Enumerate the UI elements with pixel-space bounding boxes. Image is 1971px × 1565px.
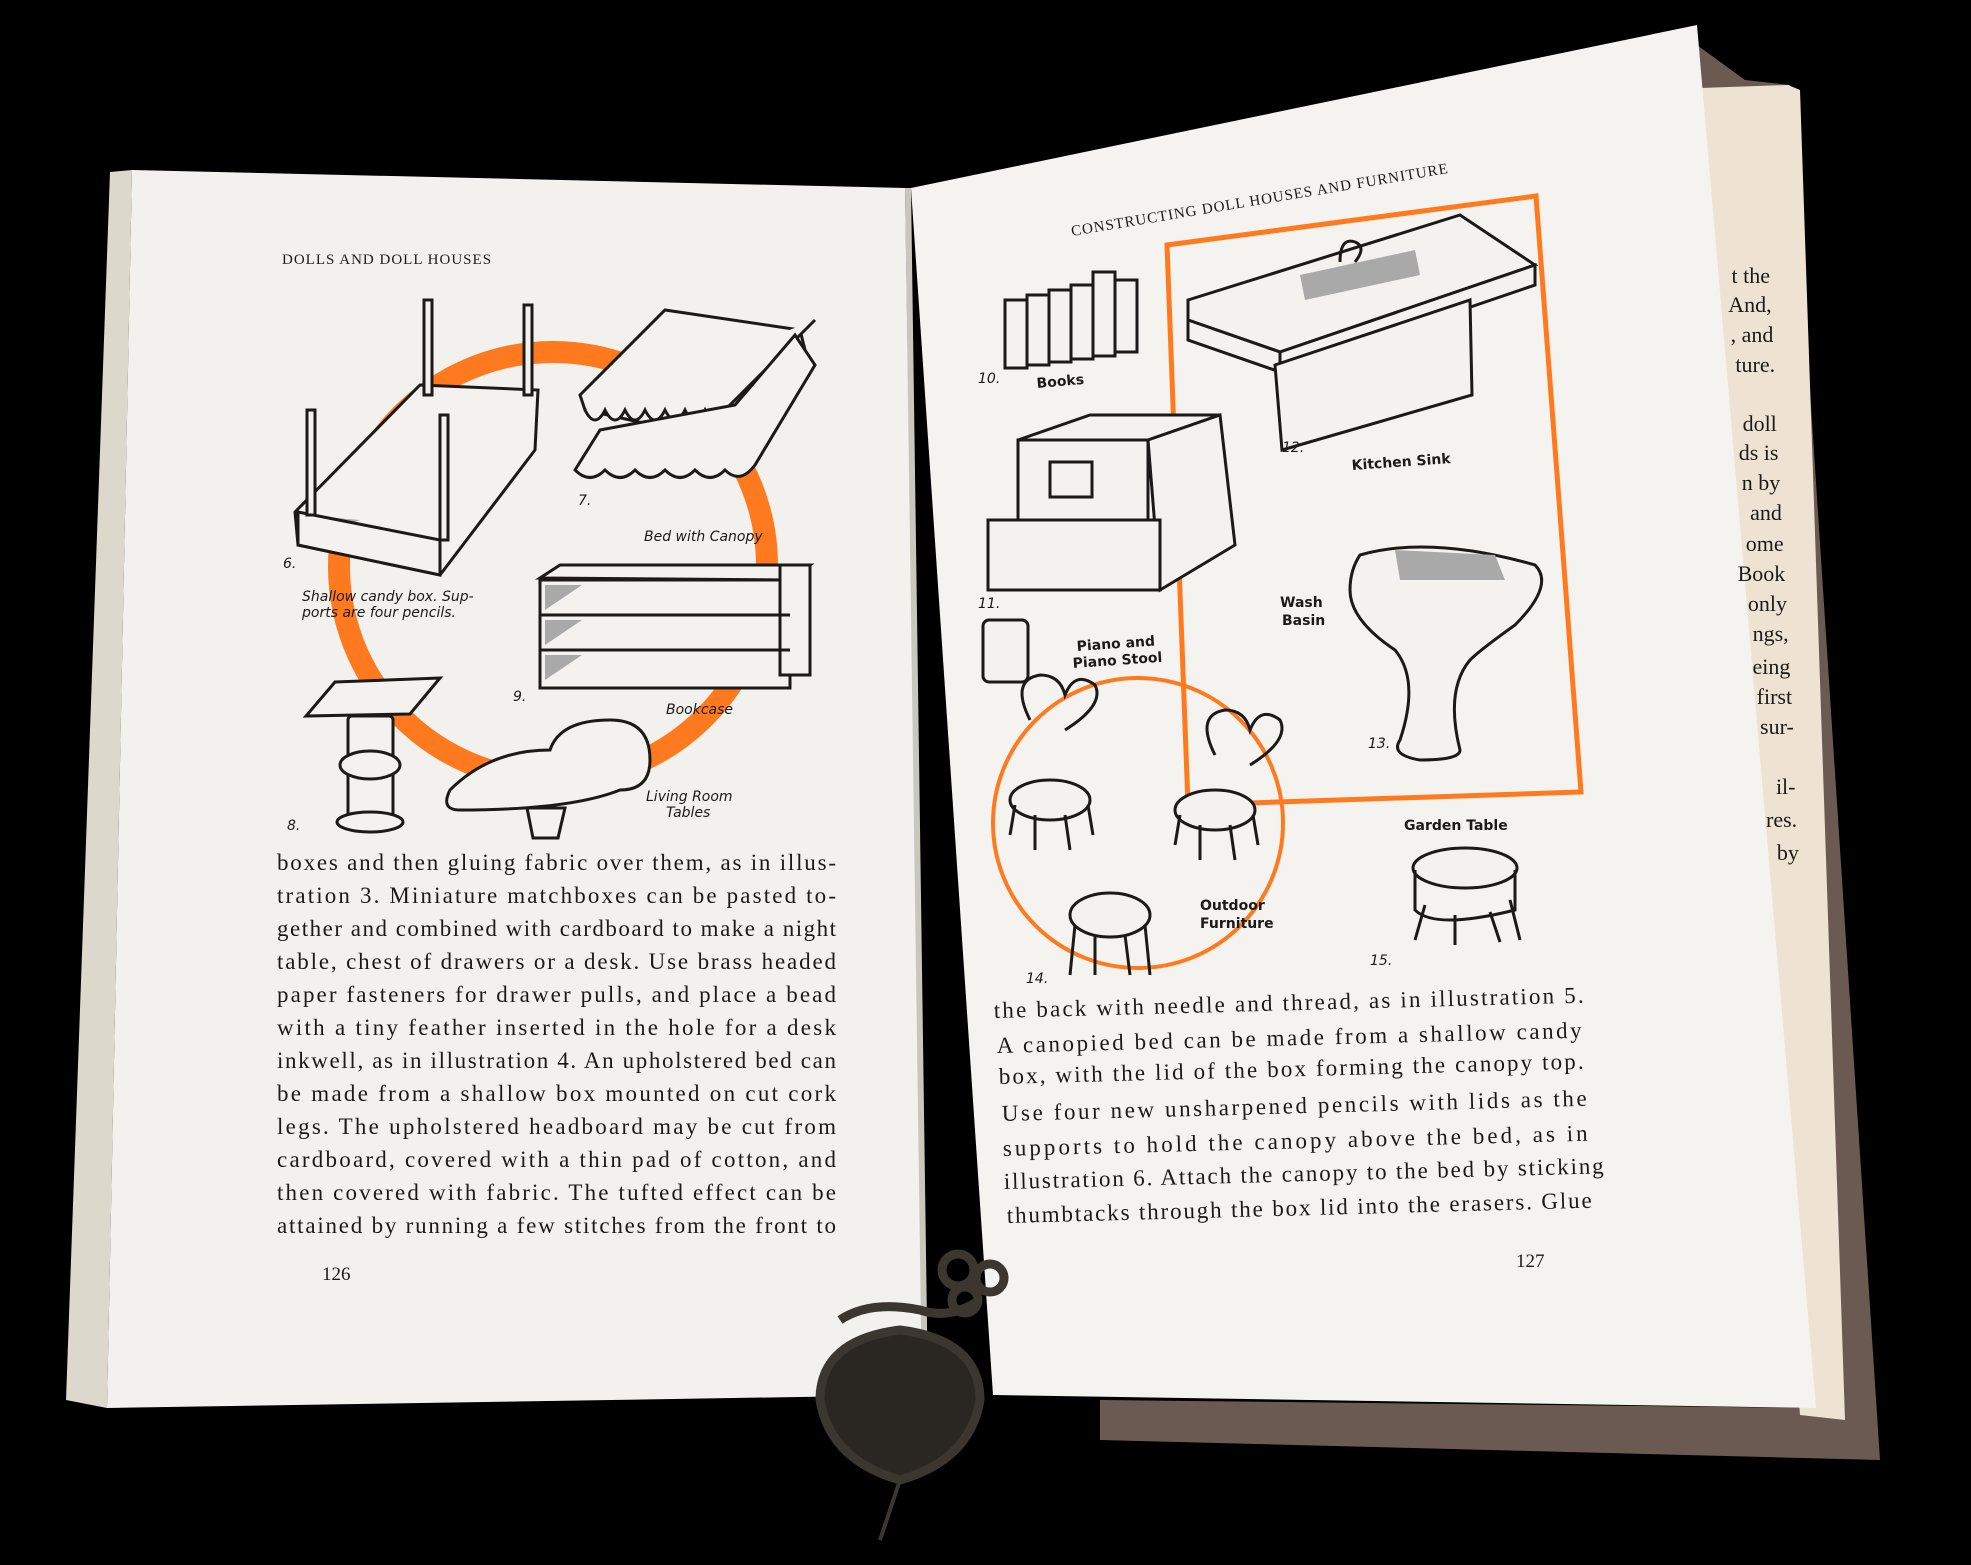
body-text-line: boxes and then gluing fabric over them, … — [277, 850, 836, 875]
body-text-line: paper fasteners for drawer pulls, and pl… — [277, 982, 837, 1007]
right-page-number: 127 — [1516, 1251, 1545, 1272]
next-page-text-fragment: n by — [1742, 470, 1781, 495]
garden-table-label: Garden Table — [1404, 818, 1508, 834]
orange-outdoor-circle — [991, 676, 1285, 970]
fig6-caption-line1: Shallow candy box. Sup- — [302, 589, 474, 605]
bed-with-canopy-label: Bed with Canopy — [644, 529, 763, 545]
fig6-caption-line2: ports are four pencils. — [301, 605, 456, 621]
next-page-text-fragment: And, — [1728, 292, 1771, 317]
books-label: Books — [1036, 372, 1085, 392]
next-page-text-fragment: il- — [1776, 774, 1796, 799]
body-text-line: legs. The upholstered headboard may be c… — [277, 1114, 836, 1139]
body-text-line: cardboard, covered with a thin pad of co… — [277, 1147, 837, 1172]
key-bookmark-ornament — [815, 1249, 1009, 1541]
fig11-number: 11. — [978, 596, 1000, 612]
pedestal-table-illustration — [302, 676, 444, 834]
gutter — [905, 187, 928, 1396]
kitchen-sink-label: Kitchen Sink — [1351, 451, 1452, 474]
bookcase-illustration — [535, 563, 815, 690]
body-text-line: tration 3. Miniature matchboxes can be p… — [277, 883, 836, 908]
body-text-line: attained by running a few stitches from … — [277, 1213, 836, 1238]
body-text-line: be made from a shallow box mounted on cu… — [277, 1081, 837, 1106]
body-text-line: gether and combined with cardboard to ma… — [277, 916, 837, 941]
left-page-number: 126 — [322, 1264, 351, 1285]
fig15-number: 15. — [1370, 953, 1392, 969]
body-text-line: inkwell, as in illustration 4. An uphols… — [277, 1048, 836, 1073]
next-page-text-fragment: sur- — [1760, 714, 1794, 739]
fig12-number: 12. — [1282, 440, 1304, 456]
living-room-label-line1: Living Room — [646, 789, 733, 805]
canopy-bed-illustration — [573, 308, 817, 479]
body-text-line: then covered with fabric. The tufted eff… — [277, 1180, 836, 1205]
bookcase-label: Bookcase — [666, 702, 733, 718]
fig10-number: 10. — [978, 371, 1000, 387]
fig6-number: 6. — [283, 556, 296, 572]
living-room-label-line2: Tables — [666, 805, 710, 821]
next-page-text-fragment: res. — [1766, 807, 1797, 832]
next-page-text-fragment: and — [1750, 500, 1782, 525]
next-page-text-fragment: ture. — [1735, 352, 1775, 377]
outdoor-furniture-label-line2: Furniture — [1200, 916, 1274, 932]
wash-basin-label-line1: Wash — [1280, 595, 1323, 611]
fig8-number: 8. — [287, 818, 300, 834]
fig9-number: 9. — [513, 689, 526, 705]
next-page-text-fragment: ngs, — [1753, 621, 1789, 646]
next-page-text-fragment: ds is — [1739, 440, 1779, 465]
next-page-text-fragment: only — [1748, 591, 1787, 616]
wash-basin-label-line2: Basin — [1282, 613, 1325, 629]
body-text-line: with a tiny feather inserted in the hole… — [277, 1015, 837, 1040]
fig7-number: 7. — [578, 493, 591, 509]
next-page-text-fragment: doll — [1743, 411, 1777, 436]
next-page — [1700, 85, 1845, 1420]
outdoor-furniture-label-line1: Outdoor — [1200, 898, 1265, 914]
wash-basin-illustration — [1348, 545, 1544, 762]
left-page-edge — [66, 170, 132, 1408]
next-page-text-fragment: t the — [1732, 263, 1771, 288]
piano-illustration — [981, 412, 1237, 684]
next-page-text-fragment: by — [1777, 840, 1799, 865]
next-page-text-fragment: ome — [1746, 531, 1784, 556]
piano-label-line2: Piano Stool — [1072, 650, 1163, 672]
fig14-number: 14. — [1026, 971, 1048, 987]
piano-label-line1: Piano and — [1076, 634, 1155, 655]
next-page-text-fragment: first — [1757, 684, 1792, 709]
next-page-text-fragment: , and — [1731, 322, 1774, 347]
orange-frame — [1164, 193, 1584, 808]
candy-box-bed-illustration — [293, 298, 540, 577]
left-running-head: DOLLS AND DOLL HOUSES — [282, 252, 492, 268]
fig13-number: 13. — [1368, 736, 1390, 752]
outdoor-furniture-illustration — [1008, 673, 1522, 976]
living-room-table-illustration — [445, 718, 652, 840]
next-page-text-fragment: Book — [1738, 561, 1786, 586]
books-illustration — [1003, 270, 1139, 370]
right-page — [911, 25, 1816, 1408]
kitchen-sink-illustration — [1186, 213, 1539, 452]
next-page-text-fragment: eing — [1753, 654, 1791, 679]
